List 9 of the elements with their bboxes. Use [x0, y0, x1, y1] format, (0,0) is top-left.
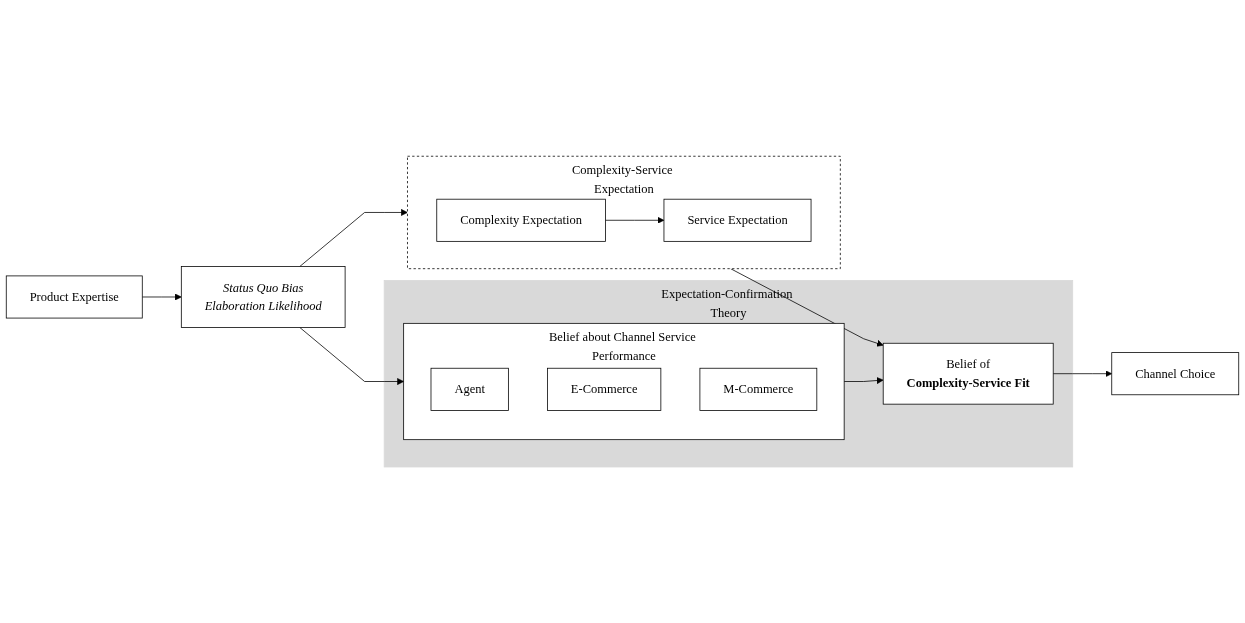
node-box: Complexity Expectation	[436, 198, 606, 242]
node-box: Service Expectation	[663, 198, 812, 242]
node-box: Channel Choice	[1111, 352, 1240, 396]
node-box: Belief of Complexity-Service Fit	[882, 342, 1054, 405]
node-box: Status Quo Bias Elaboration Likelihood	[180, 266, 346, 328]
node-box: M-Commerce	[699, 367, 818, 411]
node-box: Agent	[430, 367, 509, 411]
node-box: E-Commerce	[547, 367, 662, 411]
node-box: Product Expertise	[5, 275, 143, 319]
